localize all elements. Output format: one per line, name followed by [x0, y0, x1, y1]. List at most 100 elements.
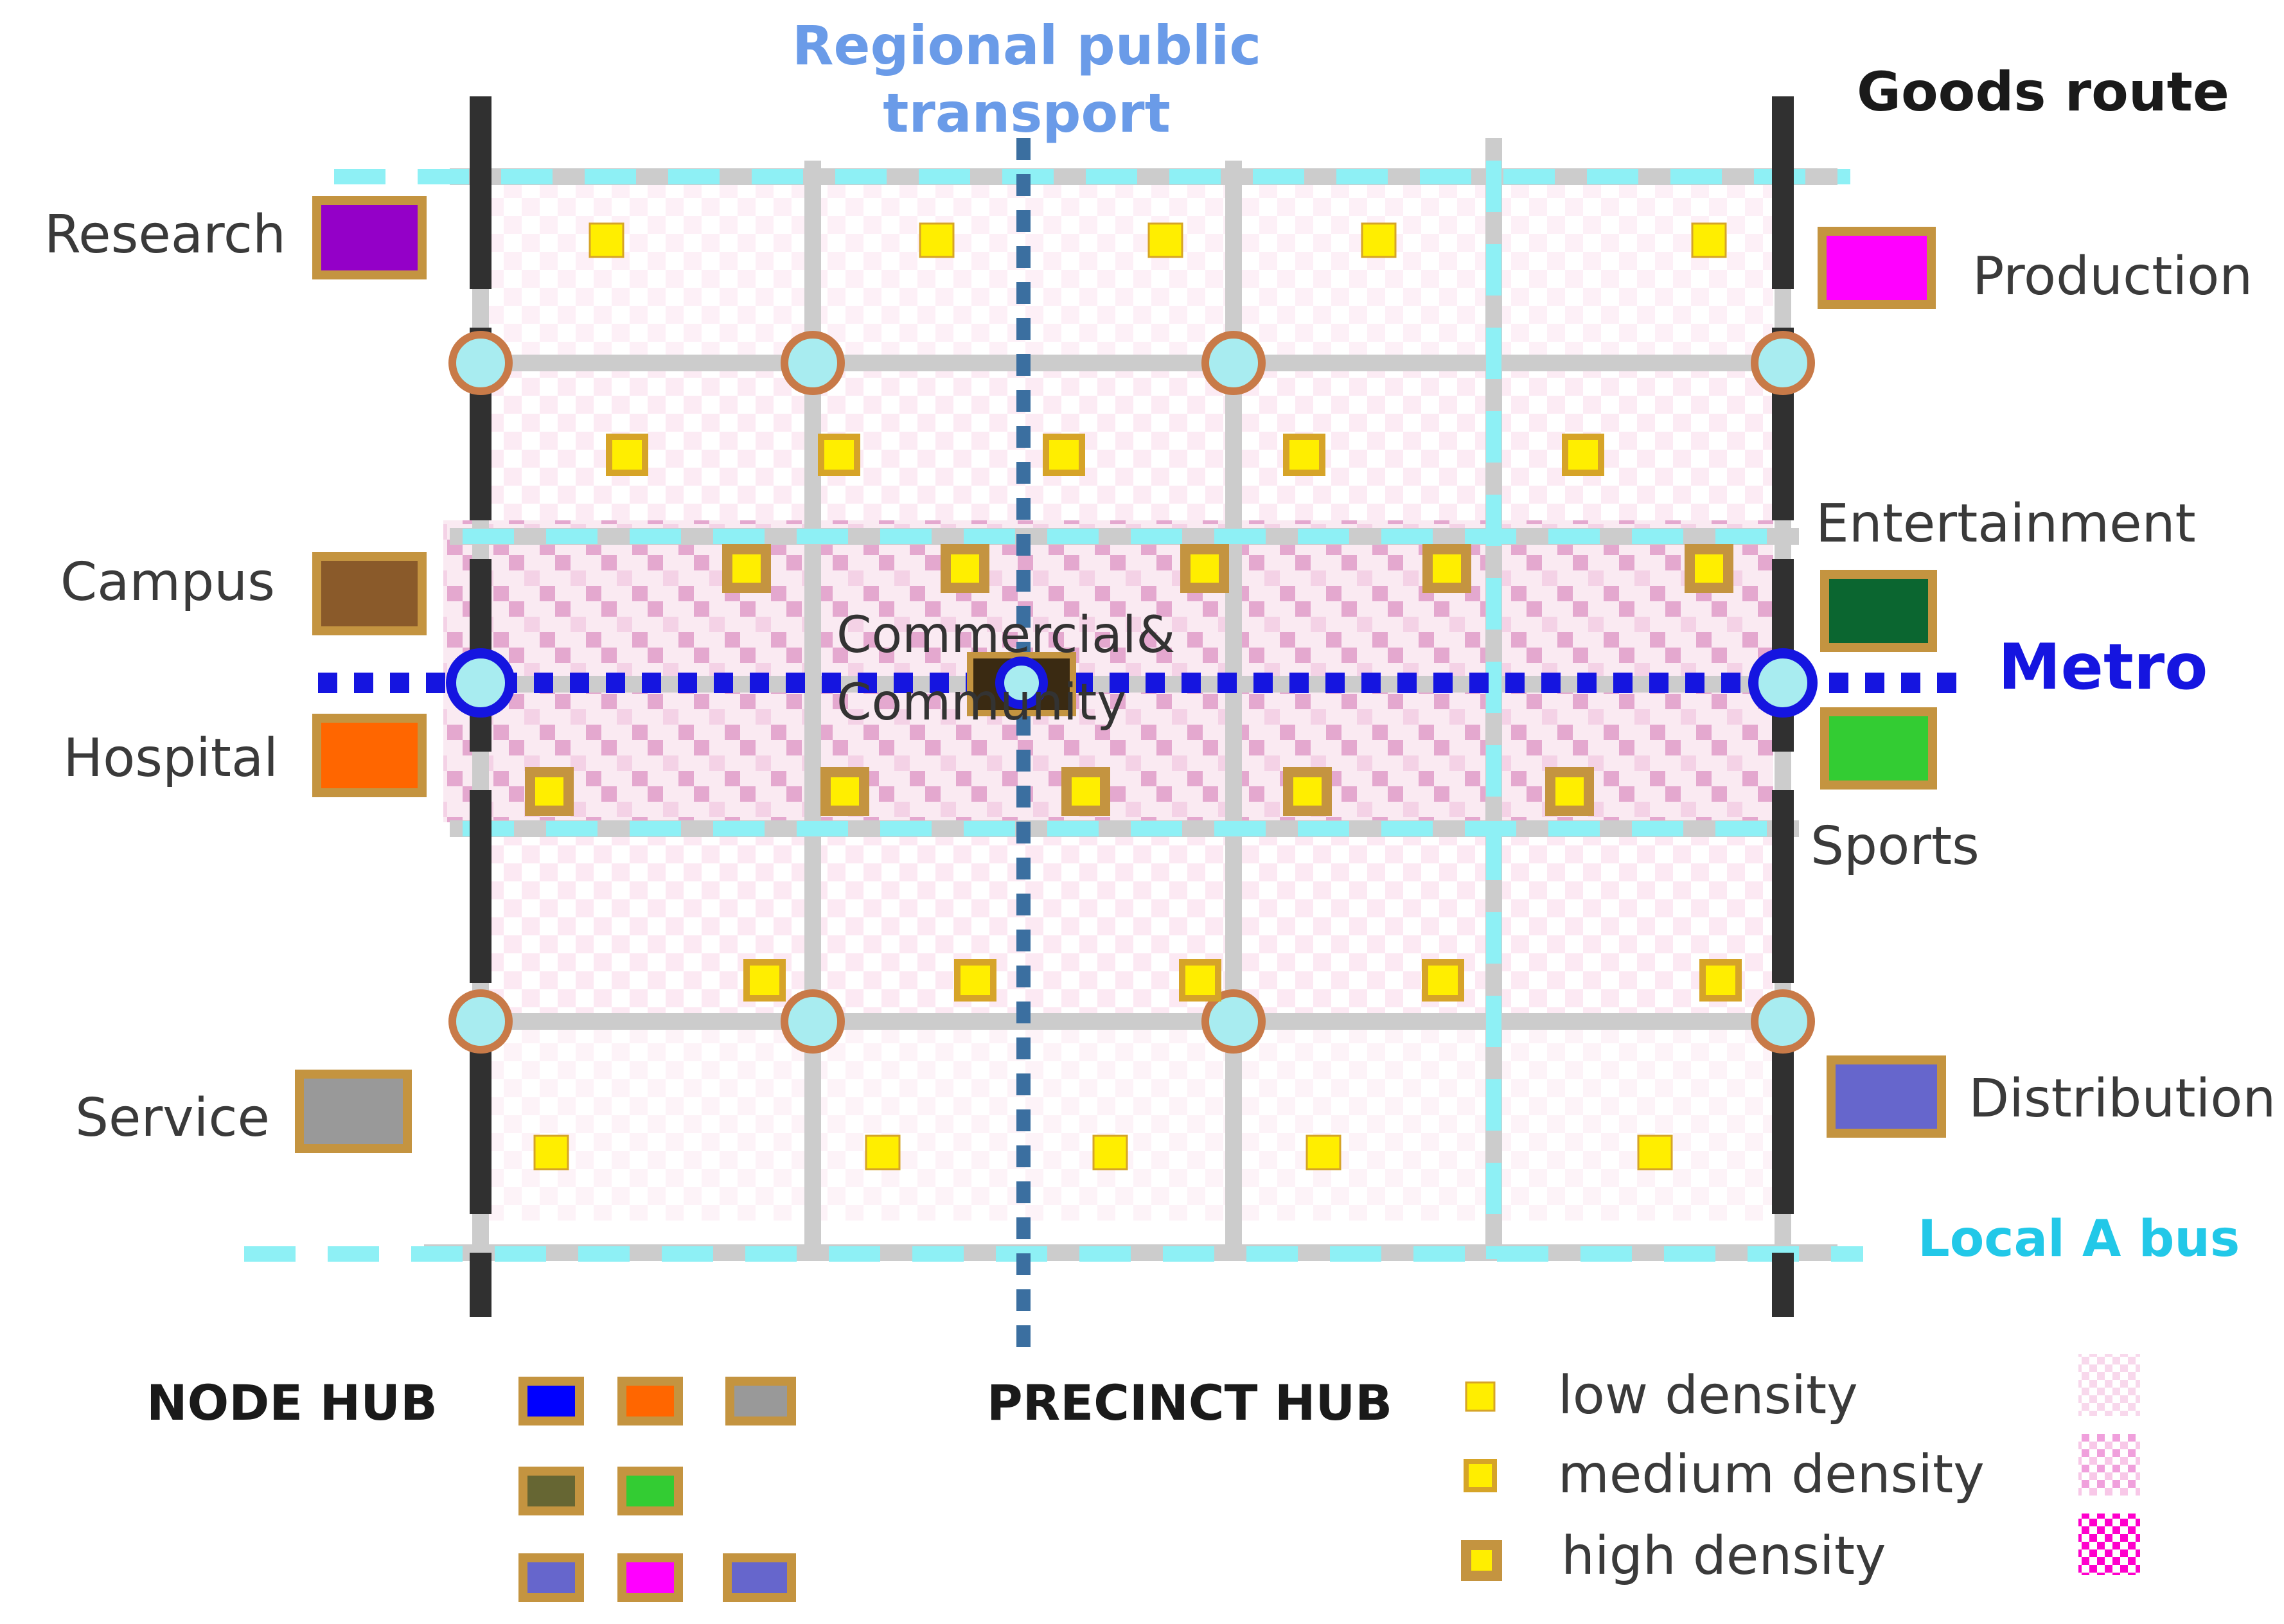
precinct-hubs [525, 222, 1742, 1170]
metro-stations [446, 648, 1818, 718]
precinct-hub-low [1306, 1134, 1341, 1170]
campus-node-swatch [312, 552, 427, 635]
density-band-row-2 [482, 366, 1773, 520]
precinct-hub-medium [1699, 959, 1742, 1002]
node-hub-swatch [617, 1553, 683, 1602]
hospital-label: Hospital [63, 728, 278, 789]
high-density-pattern-key [2078, 1514, 2140, 1575]
precinct-hubs-high [525, 544, 1733, 816]
node-hub-swatch [518, 1467, 584, 1515]
precinct-hub-medium [1562, 434, 1604, 476]
title-line1: Regional public [792, 14, 1261, 77]
production-label: Production [1972, 246, 2253, 307]
node-hub-swatch [725, 1377, 796, 1425]
hospital-node-swatch [312, 714, 427, 797]
precinct-hub-high [722, 544, 771, 593]
precinct-hub-low [589, 222, 624, 258]
sports-node-swatch [1820, 707, 1937, 790]
bus-label: Local A bus [1918, 1210, 2240, 1268]
node-hub-legend-title: NODE HUB [146, 1374, 438, 1431]
medium-density-pattern-key [2078, 1434, 2140, 1496]
medium-density-hub-key [1464, 1459, 1497, 1492]
precinct-hub-high [1283, 767, 1332, 816]
metro-station-right [1748, 648, 1818, 718]
precinct-hub-low [1637, 1134, 1673, 1170]
precinct-hub-high [1061, 767, 1110, 816]
precinct-hub-legend-title: PRECINCT HUB [987, 1374, 1392, 1431]
entertainment-label: Entertainment [1816, 493, 2196, 554]
precinct-hub-medium [1043, 434, 1085, 476]
precinct-hub-low [1361, 222, 1397, 258]
node-hub-swatch [617, 1467, 683, 1515]
low-density-hub-key [1465, 1381, 1496, 1412]
precinct-hub-low [533, 1134, 569, 1170]
entertainment-node-swatch [1820, 570, 1937, 652]
interchange-hub [448, 989, 513, 1054]
precinct-hub-medium [1179, 959, 1221, 1002]
precinct-hub-high [525, 767, 574, 816]
density-band-row-1 [482, 173, 1773, 366]
interchange-hub [448, 331, 513, 395]
precinct-hub-medium [743, 959, 786, 1002]
title-line2: transport [883, 82, 1170, 145]
legend: NODE HUB PRECINCT HUB low density medium… [146, 1354, 2140, 1602]
node-hub-swatch [518, 1553, 584, 1602]
distribution-label: Distribution [1969, 1068, 2276, 1129]
precinct-hub-low [1691, 222, 1727, 258]
interchange-hub [1751, 331, 1815, 395]
interchange-hubs [448, 331, 1815, 1054]
service-node-swatch [295, 1070, 412, 1153]
medium-density-label: medium density [1558, 1444, 1985, 1505]
center-label-line2: Community [837, 674, 1126, 732]
precinct-hub-low [919, 222, 955, 258]
precinct-hub-high [1422, 544, 1471, 593]
node-hub-swatch [723, 1553, 796, 1602]
right-node-hubs [1818, 227, 1946, 1138]
precinct-hubs-medium [606, 434, 1742, 1002]
low-density-pattern-key [2078, 1354, 2140, 1416]
goods-route-label: Goods route [1857, 60, 2229, 123]
research-label: Research [44, 204, 286, 265]
research-node-swatch [312, 196, 427, 279]
metro-station-left [446, 648, 515, 718]
precinct-hub-low [865, 1134, 901, 1170]
precinct-hub-high [820, 767, 869, 816]
interchange-hub [1201, 989, 1266, 1054]
service-label: Service [75, 1088, 270, 1149]
center-label-line1: Commercial& [837, 606, 1175, 664]
node-hub-swatch [518, 1377, 584, 1425]
precinct-hub-medium [818, 434, 860, 476]
node-hub-swatches [518, 1377, 796, 1602]
central-commercial-node [967, 652, 1076, 716]
precinct-hub-low [1147, 222, 1183, 258]
interchange-hub [1201, 331, 1266, 395]
precinct-hub-high [1545, 767, 1594, 816]
precinct-hubs-low [533, 222, 1727, 1170]
precinct-hub-high [1685, 544, 1733, 593]
high-density-label: high density [1561, 1526, 1886, 1587]
precinct-hub-high [941, 544, 989, 593]
interchange-hub [781, 331, 845, 395]
metro-label: Metro [1998, 631, 2208, 704]
density-blocks [443, 173, 1773, 1221]
low-density-label: low density [1558, 1365, 1858, 1426]
density-band-row-4 [482, 829, 1773, 1015]
sports-label: Sports [1810, 816, 1979, 877]
precinct-hub-medium [1283, 434, 1325, 476]
local-bus-routes [244, 161, 1863, 1262]
precinct-hub-medium [606, 434, 648, 476]
interchange-hub [781, 989, 845, 1054]
high-density-hub-key [1461, 1540, 1502, 1581]
node-hub-swatch [617, 1377, 683, 1425]
precinct-hub-medium [954, 959, 996, 1002]
interchange-hub [1751, 989, 1815, 1054]
precinct-hub-high [1180, 544, 1229, 593]
central-metro-station [995, 657, 1048, 709]
precinct-hub-low [1092, 1134, 1128, 1170]
density-band-row-5 [482, 1028, 1773, 1221]
precinct-hub-medium [1422, 959, 1464, 1002]
distribution-node-swatch [1827, 1055, 1946, 1138]
left-node-hubs [295, 196, 427, 1153]
campus-label: Campus [60, 552, 275, 613]
